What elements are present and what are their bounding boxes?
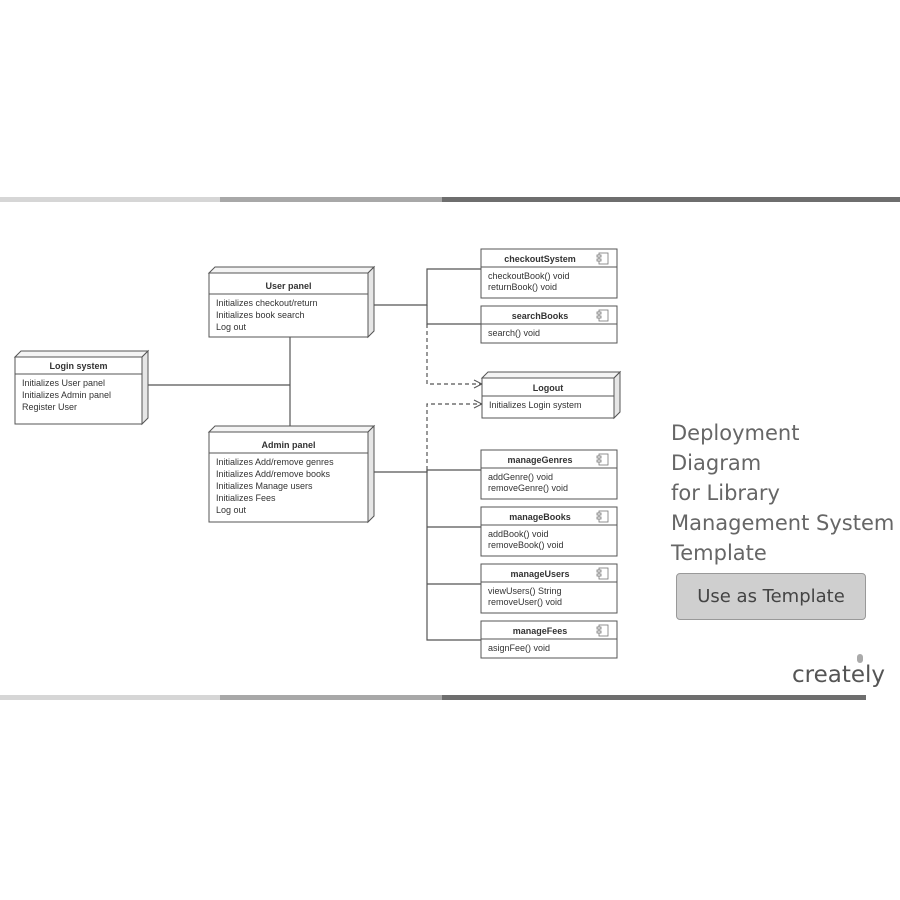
node-detail-line: Initializes checkout/return xyxy=(216,298,318,308)
component-operation: removeUser() void xyxy=(488,597,562,607)
top-bar-dark xyxy=(442,197,900,202)
component-box xyxy=(480,563,618,614)
component-manage-fees: manageFees asignFee() void xyxy=(480,620,618,659)
node-top-face xyxy=(480,371,622,379)
node-front-face xyxy=(14,356,143,425)
node-detail-line: Log out xyxy=(216,322,247,332)
node-detail-line: Initializes book search xyxy=(216,310,305,320)
component-icon xyxy=(596,567,609,580)
node-top-face xyxy=(207,266,376,274)
component-icon xyxy=(596,453,609,466)
component-icon xyxy=(596,624,609,637)
component-operation: viewUsers() String xyxy=(488,586,562,596)
use-as-template-label: Use as Template xyxy=(697,586,845,607)
top-bar-light xyxy=(0,197,220,202)
connector-admin-trunk xyxy=(426,470,481,641)
node-detail-line: Initializes Add/remove genres xyxy=(216,457,334,467)
node-side-face xyxy=(367,265,375,339)
dependency-admin-to-logout xyxy=(426,404,482,470)
component-operation: addBook() void xyxy=(488,529,549,539)
node-title: Admin panel xyxy=(261,440,315,450)
component-icon xyxy=(596,510,609,523)
component-title: manageGenres xyxy=(507,455,572,465)
node-detail-line: Register User xyxy=(22,402,77,412)
node-side-face xyxy=(367,424,375,524)
component-title: searchBooks xyxy=(512,311,569,321)
node-detail-line: Initializes Login system xyxy=(489,400,582,410)
component-icon xyxy=(596,252,609,265)
component-operation: asignFee() void xyxy=(488,643,550,653)
component-manage-users: manageUsers viewUsers() StringremoveUser(… xyxy=(480,563,618,614)
creately-logo-text: creately xyxy=(792,662,886,688)
component-box xyxy=(480,248,618,299)
bottom-bar-mid xyxy=(220,695,442,700)
bottom-bar-light xyxy=(0,695,220,700)
component-operation: addGenre() void xyxy=(488,472,553,482)
component-operation: removeGenre() void xyxy=(488,483,568,493)
node-title: Logout xyxy=(533,383,564,393)
node-detail-line: Initializes Fees xyxy=(216,493,276,503)
component-box xyxy=(480,449,618,500)
connector-user-to-search xyxy=(426,305,481,325)
node-title: User panel xyxy=(265,281,311,291)
node-detail-line: Log out xyxy=(216,505,247,515)
node-side-face xyxy=(141,349,149,426)
dependency-user-to-logout xyxy=(426,324,482,384)
component-title: manageBooks xyxy=(509,512,571,522)
connector-user-to-checkout xyxy=(368,268,481,306)
node-top-face xyxy=(207,425,376,433)
component-box xyxy=(480,506,618,557)
component-operation: removeBook() void xyxy=(488,540,564,550)
node-front-face xyxy=(208,431,369,523)
diagram-title: Deployment Diagram for Library Managemen… xyxy=(671,421,895,565)
component-icon xyxy=(596,309,609,322)
component-operation: returnBook() void xyxy=(488,282,557,292)
component-title: manageFees xyxy=(513,626,568,636)
connector-admin-to-genres xyxy=(368,469,481,473)
components-layer: checkoutSystem checkoutBook() voidreturnB… xyxy=(480,248,618,659)
node-title: Login system xyxy=(49,361,107,371)
node-front-face xyxy=(208,272,369,338)
component-operation: search() void xyxy=(488,328,540,338)
top-bar-mid xyxy=(220,197,442,202)
component-manage-genres: manageGenres addGenre() voidremoveGenre()… xyxy=(480,449,618,500)
component-operation: checkoutBook() void xyxy=(488,271,570,281)
node-detail-line: Initializes Add/remove books xyxy=(216,469,331,479)
node-front-face xyxy=(481,377,615,419)
lightbulb-icon xyxy=(857,654,863,663)
component-title: checkoutSystem xyxy=(504,254,576,264)
component-search-books: searchBooks search() void xyxy=(480,305,618,344)
bottom-bar-dark xyxy=(442,695,866,700)
connectors xyxy=(142,268,482,641)
node-detail-line: Initializes Manage users xyxy=(216,481,313,491)
component-title: manageUsers xyxy=(510,569,569,579)
use-as-template-button[interactable]: Use as Template xyxy=(676,573,866,620)
node-side-face xyxy=(613,370,621,420)
node-detail-line: Initializes Admin panel xyxy=(22,390,111,400)
node-top-face xyxy=(13,350,150,358)
node-detail-line: Initializes User panel xyxy=(22,378,105,388)
component-checkout-system: checkoutSystem checkoutBook() voidreturnB… xyxy=(480,248,618,299)
creately-logo: creately xyxy=(792,662,892,692)
